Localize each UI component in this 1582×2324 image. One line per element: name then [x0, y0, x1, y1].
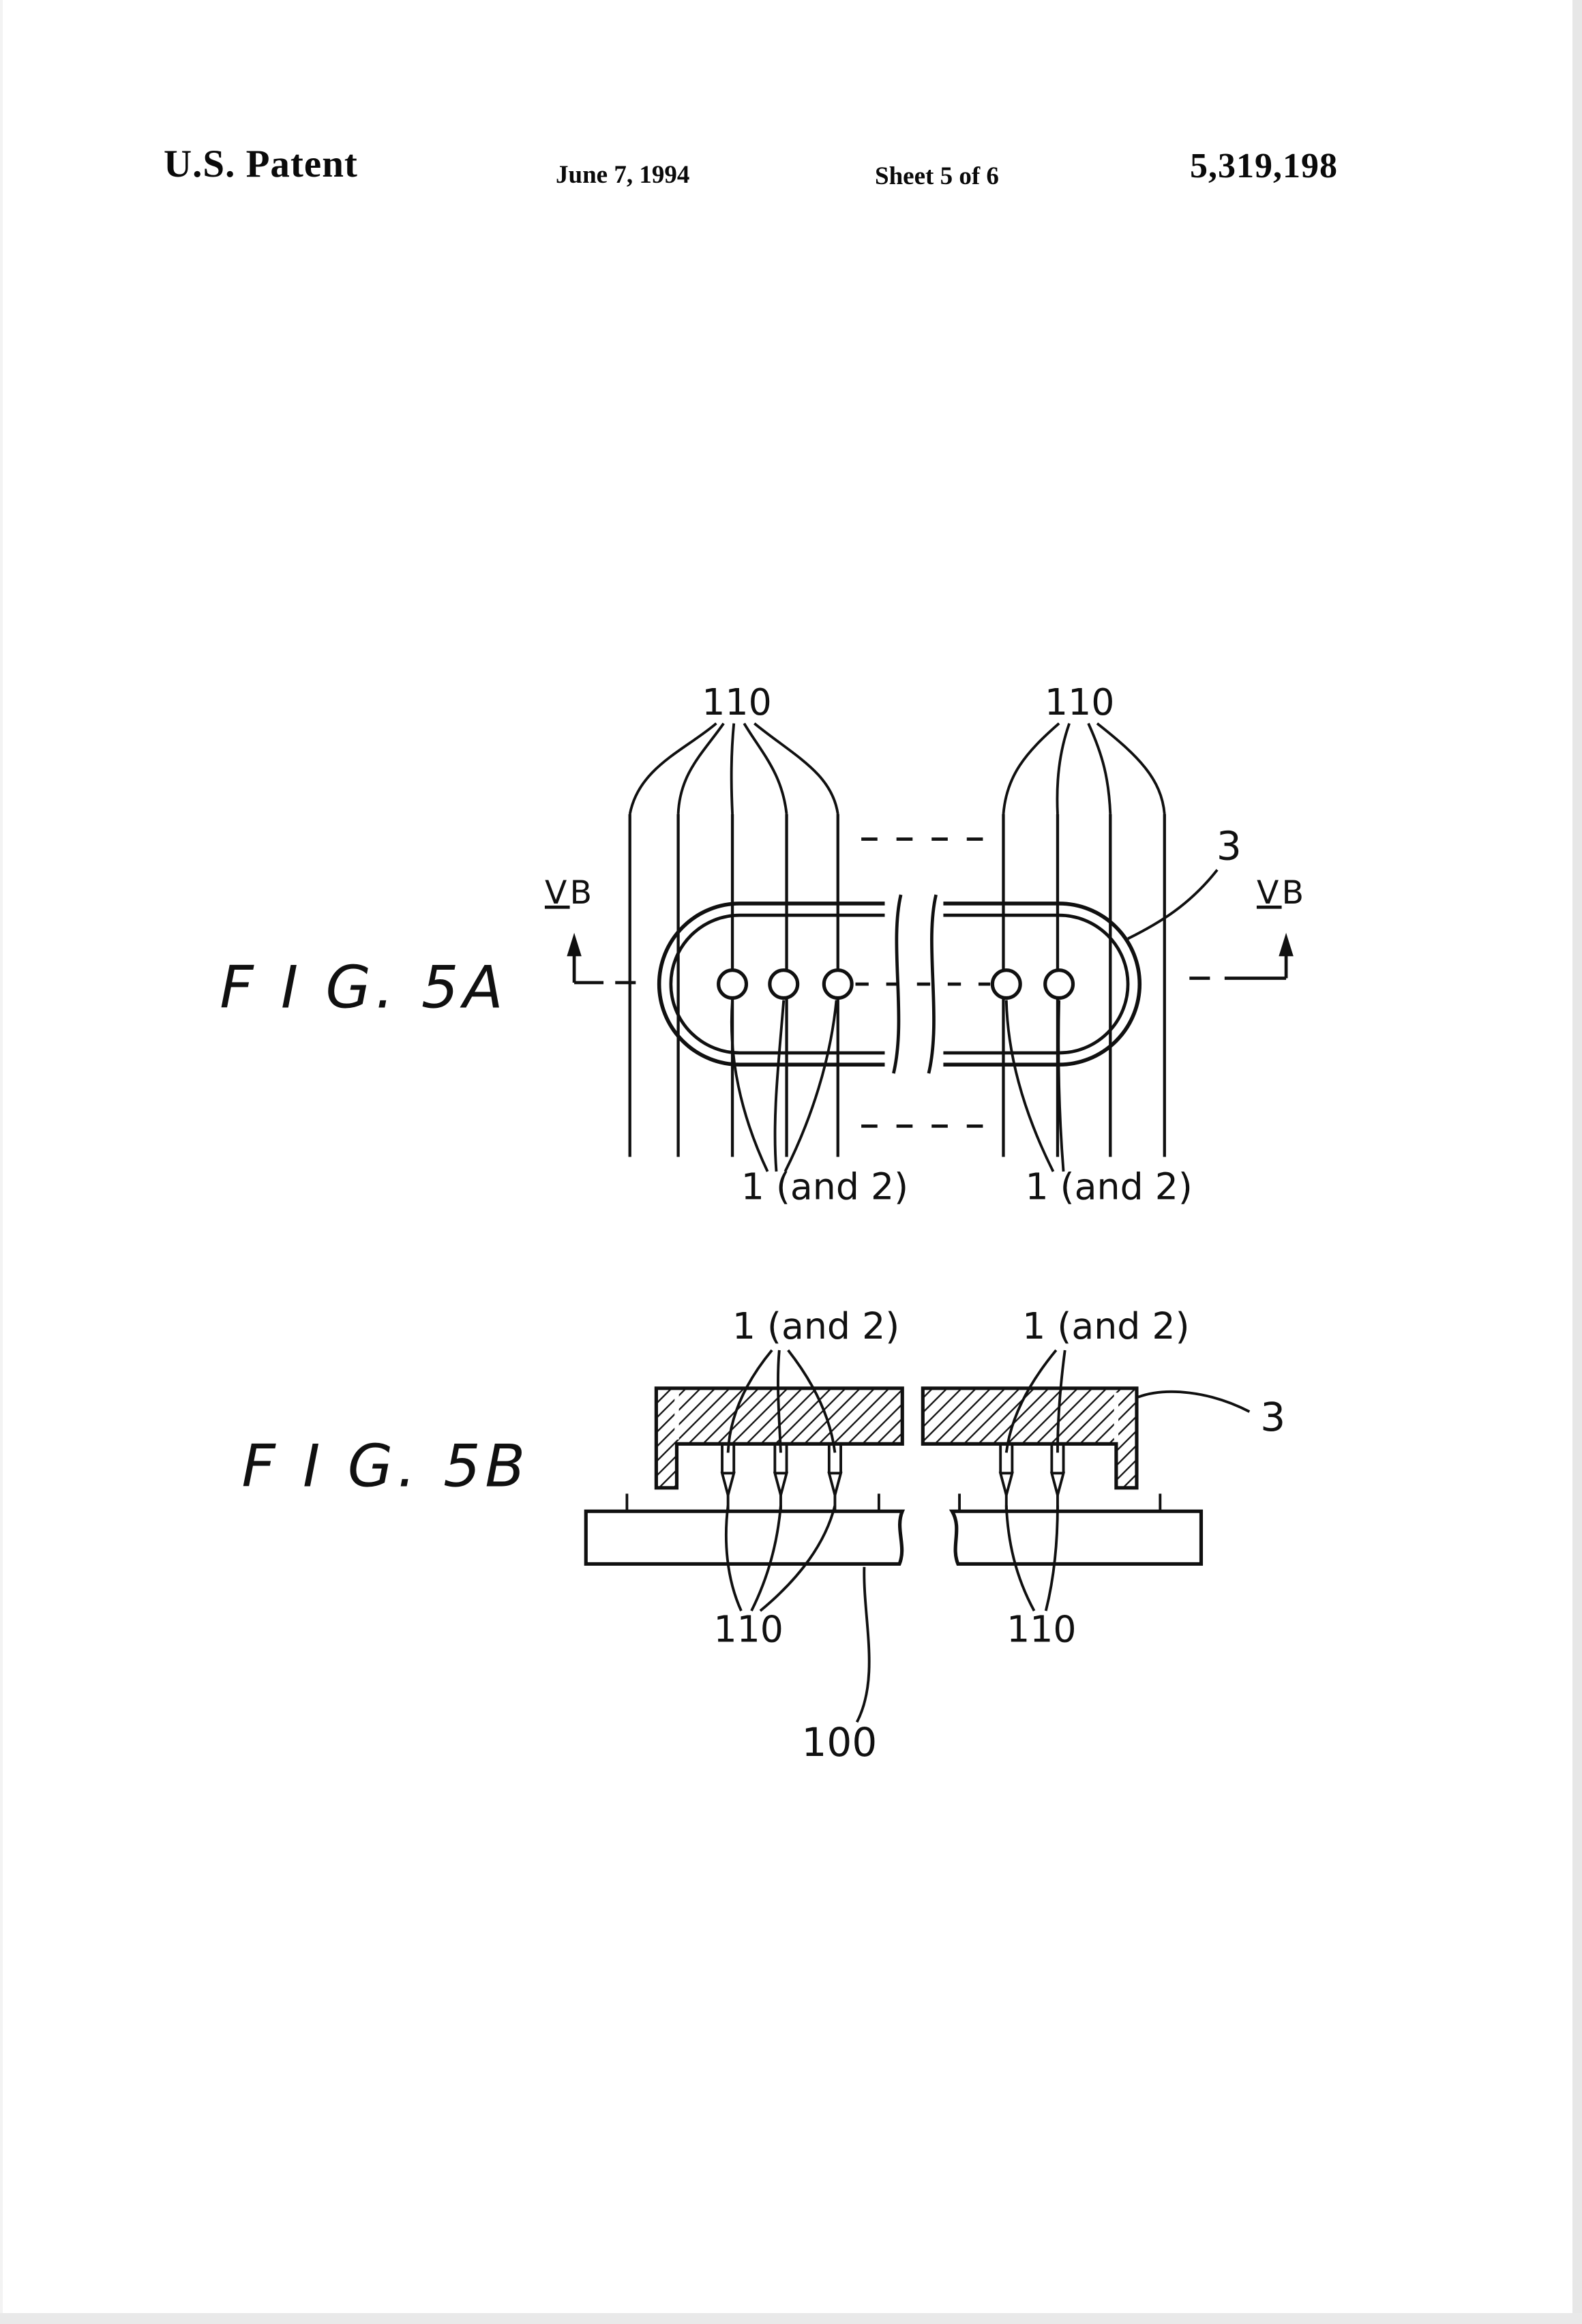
scan-edge	[0, 2313, 1582, 2324]
board-hole-ticks	[625, 1493, 1162, 1512]
fig5b-ref-100-label: 100	[802, 1719, 878, 1766]
leader-line	[628, 722, 717, 815]
leader-line	[676, 722, 725, 815]
section-marker-left: VB	[545, 874, 636, 985]
patent-title: U.S. Patent	[164, 143, 358, 185]
leader-line	[1044, 1505, 1059, 1611]
patent-date: June 7, 1994	[556, 161, 690, 189]
leader-line	[753, 722, 839, 815]
fig5a-ref-110-right-label: 110	[1045, 681, 1115, 724]
break-line	[927, 894, 938, 1074]
leader-line	[1056, 1350, 1066, 1453]
leader-line	[777, 1350, 782, 1453]
contact-pin	[827, 1444, 843, 1512]
leader-line	[1056, 723, 1071, 815]
leader-line	[759, 1505, 837, 1612]
section-arrow-up-icon	[1279, 932, 1294, 957]
section-label-left: VB	[545, 874, 595, 912]
fig5a-ref-1and2-left-label: 1 (and 2)	[741, 1165, 908, 1208]
contact-pin	[1049, 1444, 1066, 1512]
leader-line	[1004, 1349, 1058, 1453]
contact-pin	[998, 1444, 1014, 1512]
section-label-right: VB	[1257, 874, 1307, 912]
fig5b-label: F I G. 5B	[241, 1433, 529, 1501]
leader-line	[730, 1000, 769, 1172]
contact-pin	[720, 1444, 736, 1512]
fig5b-ref-110-right-label: 110	[1006, 1607, 1077, 1650]
contact-hole	[990, 968, 1022, 1000]
fig5b-ref-1and2-left-label: 1 (and 2)	[732, 1305, 899, 1347]
leader-line	[724, 1505, 743, 1611]
section-label-v: V	[1257, 874, 1282, 912]
fig5b-110-leaders-right	[1004, 1505, 1059, 1612]
leader-line	[743, 722, 788, 815]
contact-holes	[717, 968, 1075, 1000]
fig5a-ref-3-label: 3	[1217, 823, 1242, 869]
leader-line	[1057, 1000, 1065, 1172]
leader-line	[1127, 869, 1219, 940]
contact-pins	[720, 1444, 1066, 1512]
leader-line	[750, 1505, 782, 1612]
break-line	[892, 894, 903, 1074]
housing-section-right	[921, 1386, 1139, 1490]
fig5b-ref-3-label: 3	[1260, 1394, 1285, 1440]
contact-pin	[773, 1444, 789, 1512]
scan-edge	[0, 0, 3, 2324]
circuit-board-right	[949, 1509, 1204, 1566]
contact-hole	[717, 968, 749, 1000]
leader-line	[1002, 722, 1060, 815]
leader-line	[855, 1566, 871, 1723]
fig5a-label: F I G. 5A	[220, 953, 507, 1022]
scan-edge	[1572, 0, 1582, 2324]
leader-line	[787, 1349, 837, 1453]
contact-hole	[768, 968, 800, 1000]
contact-hole	[822, 968, 854, 1000]
section-label-b: B	[1282, 874, 1307, 912]
fig5a-1and2-leaders-right	[1004, 1000, 1065, 1172]
leader-line	[1004, 1505, 1036, 1612]
leader-line	[1087, 723, 1112, 815]
fig5a-1and2-leaders-left	[730, 1000, 838, 1172]
fig5a-110-leaders-left	[628, 722, 839, 815]
section-label-v: V	[545, 874, 570, 912]
fig5a-ref-1and2-right-label: 1 (and 2)	[1025, 1165, 1192, 1208]
contact-hole	[1043, 968, 1075, 1000]
fig5b-110-leaders-left	[724, 1505, 837, 1612]
leader-line	[730, 723, 736, 815]
fig5b-1and2-leaders-right	[1004, 1349, 1066, 1453]
patent-number: 5,319,198	[1190, 147, 1338, 185]
sheet-number: Sheet 5 of 6	[875, 162, 999, 190]
fig5a-110-leaders-right	[1002, 722, 1166, 815]
section-marker-right: VB	[1189, 874, 1307, 980]
circuit-board-left	[584, 1509, 906, 1566]
fig5a-drawing: VB VB 3 1 (and 2)	[220, 681, 1307, 1208]
section-arrow-up-icon	[567, 932, 582, 957]
fig5a-ref-110-left-label: 110	[702, 681, 772, 724]
leader-line	[1096, 722, 1166, 815]
leader-line	[726, 1349, 773, 1453]
fig5b-ref-110-left-label: 110	[713, 1607, 783, 1650]
fig5b-ref-1and2-right-label: 1 (and 2)	[1022, 1305, 1189, 1347]
leader-line	[1137, 1390, 1251, 1413]
fig5b-1and2-leaders-left	[726, 1349, 837, 1453]
leader-line	[1004, 1000, 1055, 1172]
leader-line	[773, 1000, 786, 1172]
leader-line	[783, 1000, 838, 1172]
fig5b-drawing: 1 (and 2) 1 (and 2) 3 110 110	[241, 1305, 1285, 1766]
section-label-b: B	[570, 874, 595, 912]
